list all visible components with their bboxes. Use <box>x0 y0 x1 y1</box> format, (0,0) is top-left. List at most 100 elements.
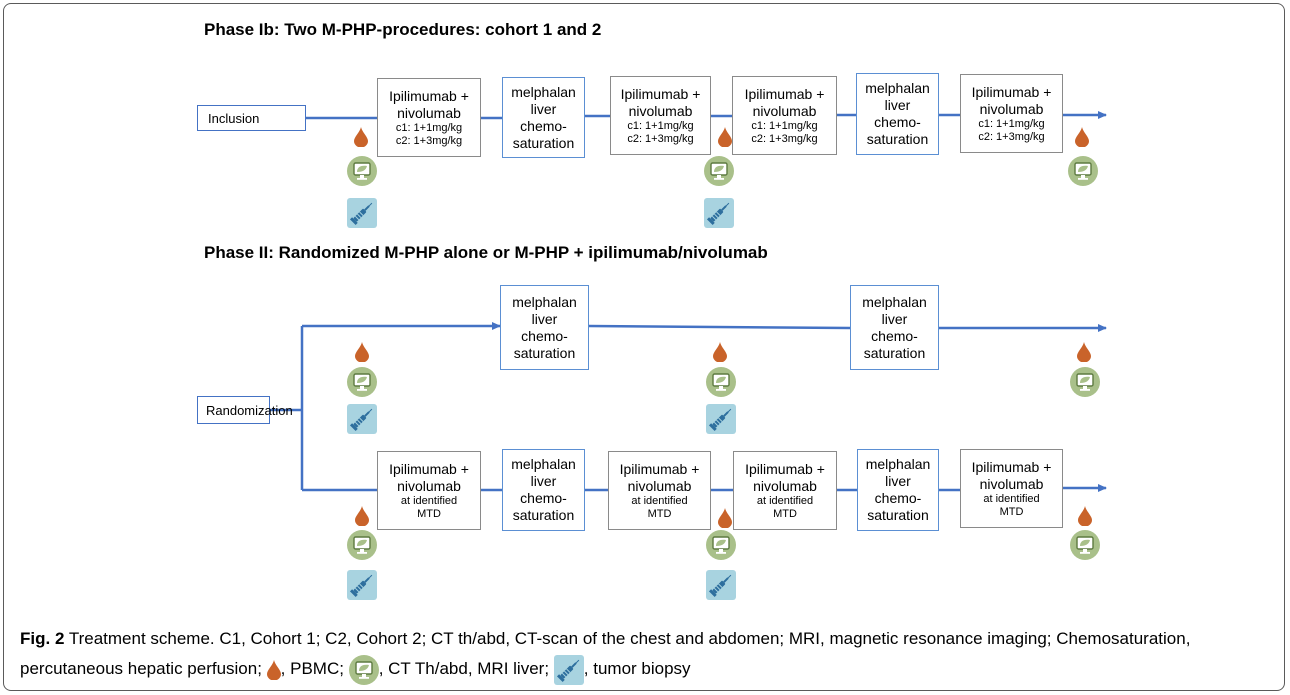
drug-line1: Ipilimumab + <box>620 85 701 102</box>
monitor-liver-icon <box>1070 530 1100 560</box>
dose-cohort1: c1: 1+1mg/kg <box>627 119 694 132</box>
drug-line2: nivolumab <box>627 477 692 494</box>
figure-caption: Fig. 2 Treatment scheme. C1, Cohort 1; C… <box>20 624 1270 685</box>
dose-cohort2: c2: 1+3mg/kg <box>751 132 818 145</box>
chemo-line2: liver <box>884 97 911 113</box>
monitor-liver-icon <box>347 367 377 397</box>
phase2-drug-box: Ipilimumab + nivolumab at identified MTD <box>377 451 481 530</box>
drug-line2: nivolumab <box>397 477 461 494</box>
chemo-line4: saturation <box>512 134 575 151</box>
figure-frame <box>3 3 1285 691</box>
dose-cohort1: c1: 1+1mg/kg <box>395 121 463 134</box>
drug-line1: Ipilimumab + <box>389 87 469 104</box>
syringe-icon <box>553 654 584 685</box>
drug-line1: Ipilimumab + <box>745 460 825 477</box>
chemo-line3: chemo- <box>520 490 567 506</box>
chemo-line2: liver <box>881 310 908 327</box>
monitor-liver-icon <box>704 156 734 186</box>
drug-line3: at identified <box>400 494 458 507</box>
syringe-icon <box>706 570 736 600</box>
chemo-line2: liver <box>885 473 911 489</box>
chemo-line1: melphalan <box>511 83 576 100</box>
syringe-icon <box>704 198 734 228</box>
chemo-line1: melphalan <box>512 293 577 310</box>
blood-drop-icon <box>266 659 281 680</box>
syringe-icon <box>347 198 377 228</box>
monitor-liver-icon <box>706 367 736 397</box>
drug-line1: Ipilimumab + <box>971 83 1052 100</box>
caption-biopsy: , tumor biopsy <box>583 659 691 678</box>
dose-cohort2: c2: 1+3mg/kg <box>395 134 463 147</box>
caption-ct-mri: , CT Th/abd, MRI liver; <box>378 659 554 678</box>
blood-drop-icon <box>355 342 369 362</box>
chemo-line4: saturation <box>867 507 929 523</box>
chemo-line2: liver <box>531 310 558 327</box>
chemo-line4: saturation <box>512 507 575 523</box>
chemo-line1: melphalan <box>865 80 930 96</box>
chemo-line2: liver <box>530 100 557 117</box>
dose-cohort2: c2: 1+3mg/kg <box>627 132 694 145</box>
drug-line2: nivolumab <box>752 102 817 119</box>
inclusion-box: Inclusion <box>197 105 306 131</box>
phase2-chemo-box: melphalan liver chemo- saturation <box>500 285 589 370</box>
drug-line2: nivolumab <box>979 475 1044 492</box>
blood-drop-icon <box>718 127 732 147</box>
chemo-line1: melphalan <box>865 456 931 472</box>
phase1-drug-box: Ipilimumab + nivolumab c1: 1+1mg/kg c2: … <box>377 78 481 157</box>
figure-label: Fig. 2 <box>20 629 65 648</box>
syringe-icon <box>706 404 736 434</box>
chemo-line4: saturation <box>866 131 929 147</box>
blood-drop-icon <box>718 508 732 528</box>
drug-line2: nivolumab <box>628 102 693 119</box>
drug-line1: Ipilimumab + <box>619 460 700 477</box>
chemo-line3: chemo- <box>874 490 922 506</box>
dose-cohort1: c1: 1+1mg/kg <box>751 119 818 132</box>
blood-drop-icon <box>1078 506 1092 526</box>
inclusion-label: Inclusion <box>208 110 260 126</box>
chemo-line3: chemo- <box>521 327 568 344</box>
chemo-line3: chemo- <box>871 327 918 344</box>
phase2-arm1-line <box>588 324 851 330</box>
drug-line4: MTD <box>773 507 797 520</box>
drug-line1: Ipilimumab + <box>389 460 469 477</box>
chemo-line1: melphalan <box>862 293 927 310</box>
chemo-line4: saturation <box>863 344 926 361</box>
randomization-box: Randomization <box>197 396 293 424</box>
drug-line2: nivolumab <box>397 104 461 121</box>
drug-line1: Ipilimumab + <box>971 458 1052 475</box>
phase1-drug-box: Ipilimumab + nivolumab c1: 1+1mg/kg c2: … <box>610 76 711 155</box>
drug-line1: Ipilimumab + <box>744 85 825 102</box>
monitor-liver-icon <box>706 530 736 560</box>
phase2-drug-box: Ipilimumab + nivolumab at identified MTD <box>733 451 837 530</box>
drug-line3: at identified <box>756 494 814 507</box>
dose-cohort1: c1: 1+1mg/kg <box>978 117 1045 130</box>
phase1-drug-box: Ipilimumab + nivolumab c1: 1+1mg/kg c2: … <box>732 76 837 155</box>
monitor-liver-icon <box>1068 156 1098 186</box>
dose-cohort2: c2: 1+3mg/kg <box>978 130 1045 143</box>
syringe-icon <box>347 570 377 600</box>
phase2-chemo-box: melphalan liver chemo- saturation <box>502 449 585 531</box>
blood-drop-icon <box>1077 342 1091 362</box>
chemo-line1: melphalan <box>511 456 576 472</box>
phase1-title: Phase Ib: Two M-PHP-procedures: cohort 1… <box>204 20 602 39</box>
monitor-liver-icon <box>348 654 379 685</box>
drug-line2: nivolumab <box>753 477 817 494</box>
chemo-line2: liver <box>530 473 557 489</box>
drug-line4: MTD <box>999 505 1024 518</box>
phase2-chemo-box: melphalan liver chemo- saturation <box>850 285 939 370</box>
phase1-chemo-box: melphalan liver chemo- saturation <box>502 77 585 158</box>
drug-line4: MTD <box>647 507 672 520</box>
phase1-timeline <box>306 111 1107 120</box>
randomization-label: Randomization <box>206 402 293 418</box>
drug-line4: MTD <box>417 507 441 520</box>
blood-drop-icon <box>1075 127 1089 147</box>
blood-drop-icon <box>713 342 727 362</box>
phase2-chemo-box: melphalan liver chemo- saturation <box>857 449 939 531</box>
phase2-drug-box: Ipilimumab + nivolumab at identified MTD <box>960 449 1063 528</box>
blood-drop-icon <box>355 506 369 526</box>
chemo-line4: saturation <box>513 344 576 361</box>
phase1-drug-box: Ipilimumab + nivolumab c1: 1+1mg/kg c2: … <box>960 74 1063 153</box>
phase2-title: Phase II: Randomized M-PHP alone or M-PH… <box>204 243 768 262</box>
treatment-scheme-diagram <box>270 111 1107 600</box>
chemo-line3: chemo- <box>520 117 567 134</box>
